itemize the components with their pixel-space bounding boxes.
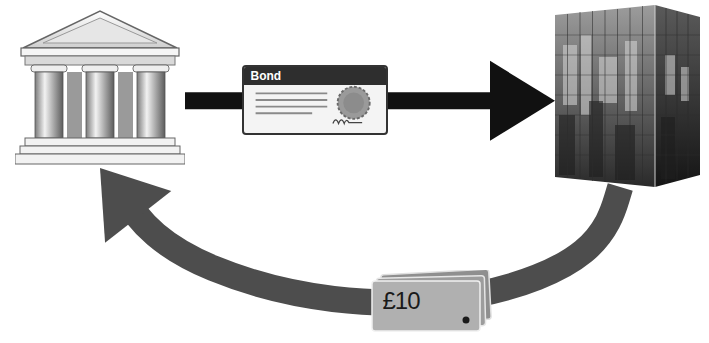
office-tower-illustration [555,5,700,187]
arrow-head [100,168,171,243]
flow-arrow [185,61,555,141]
edge-label: Bond [251,69,282,83]
banknote-stack: £10 [368,270,494,334]
flow-arrow [100,168,620,302]
bond-certificate: Bond [242,65,388,135]
arrow-head [490,61,555,141]
certificate-band: Bond [244,67,386,85]
bank-building [15,8,185,168]
edge-label: £10 [382,287,419,315]
office-tower [555,5,700,187]
temple-illustration [15,8,185,168]
